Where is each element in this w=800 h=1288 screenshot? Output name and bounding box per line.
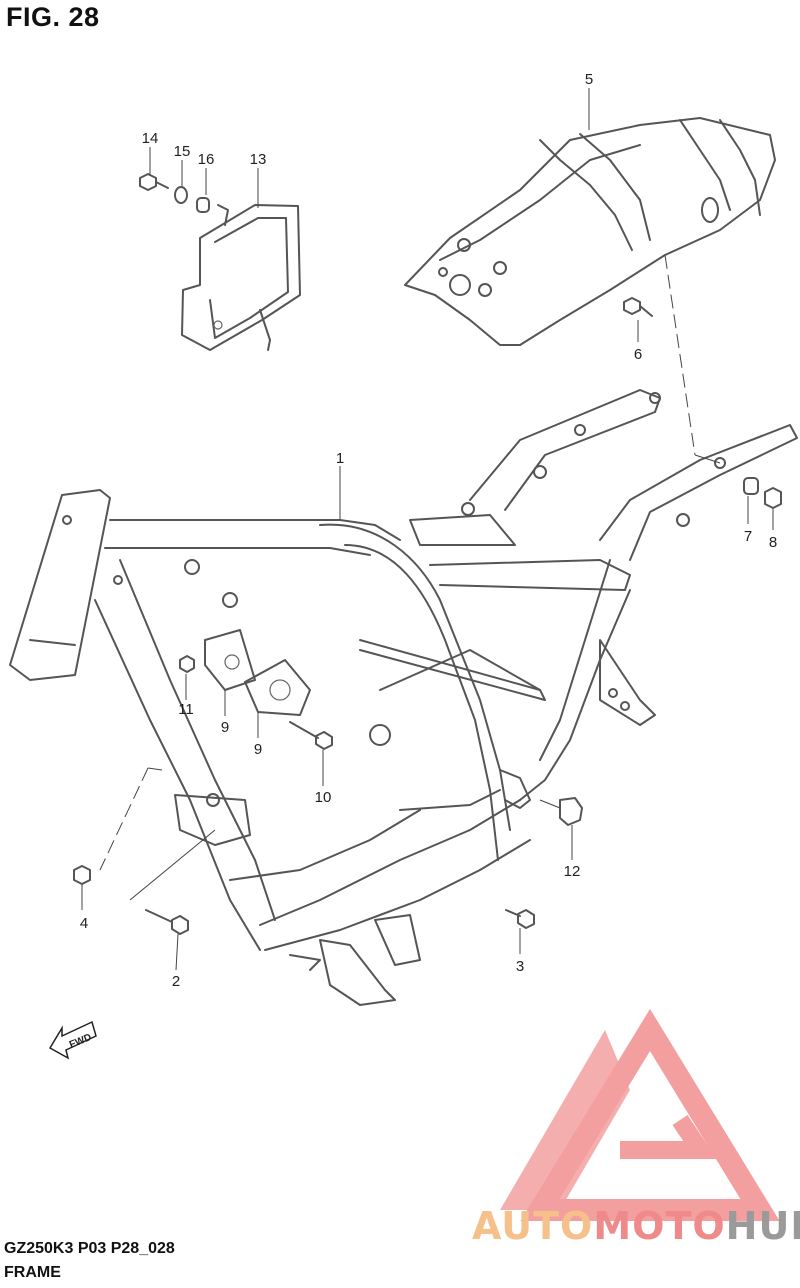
- collar-7: [743, 477, 759, 495]
- callout-9a: 9: [221, 719, 229, 736]
- callout-9b: 9: [254, 741, 262, 758]
- callout-3: 3: [516, 958, 524, 975]
- fwd-arrow-icon: FWD: [48, 1020, 97, 1060]
- engine-mount-plate-9b: [244, 659, 311, 716]
- callout-13: 13: [250, 151, 267, 168]
- collar-16: [196, 197, 210, 213]
- bolt-6: [623, 297, 653, 317]
- bolt-2: [145, 909, 189, 935]
- bolt-14: [139, 173, 169, 191]
- callout-15: 15: [174, 143, 191, 160]
- callout-labels: 1 2 3 4 5 6 7 8 9 9 10 11 12 13 14 15 16: [80, 71, 777, 990]
- nut-4: [73, 865, 91, 885]
- watermark-brand: AUTOMOTOHUB: [472, 1204, 800, 1248]
- watermark-logo: [500, 1008, 780, 1221]
- callout-2: 2: [172, 973, 180, 990]
- section-name: FRAME: [4, 1264, 61, 1281]
- brand-auto: AUTO: [472, 1204, 594, 1248]
- bracket-13: [181, 204, 301, 351]
- callout-7: 7: [744, 528, 752, 545]
- callout-8: 8: [769, 534, 777, 551]
- callout-14: 14: [142, 130, 159, 147]
- brand-moto: MOTO: [593, 1204, 726, 1248]
- cap-12: [559, 797, 583, 826]
- callout-1: 1: [336, 450, 344, 467]
- bolt-3: [505, 909, 535, 929]
- engine-mount-plate-9a: [204, 629, 256, 691]
- callout-10: 10: [315, 789, 332, 806]
- brand-hub: HUB: [725, 1204, 800, 1248]
- main-frame-1: [9, 389, 798, 1006]
- model-code: GZ250K3 P03 P28_028: [4, 1240, 175, 1257]
- callout-5: 5: [585, 71, 593, 88]
- bolt-10: [289, 721, 333, 750]
- callout-4: 4: [80, 915, 88, 932]
- rear-fender-5: [404, 117, 776, 346]
- callout-16: 16: [198, 151, 215, 168]
- nut-11: [179, 655, 195, 673]
- callout-6: 6: [634, 346, 642, 363]
- figure-title: FIG. 28: [6, 2, 100, 32]
- callout-12: 12: [564, 863, 581, 880]
- nut-8: [764, 487, 782, 509]
- washer-15: [174, 186, 188, 204]
- leader-lines: [81, 88, 774, 971]
- callout-11: 11: [178, 701, 194, 718]
